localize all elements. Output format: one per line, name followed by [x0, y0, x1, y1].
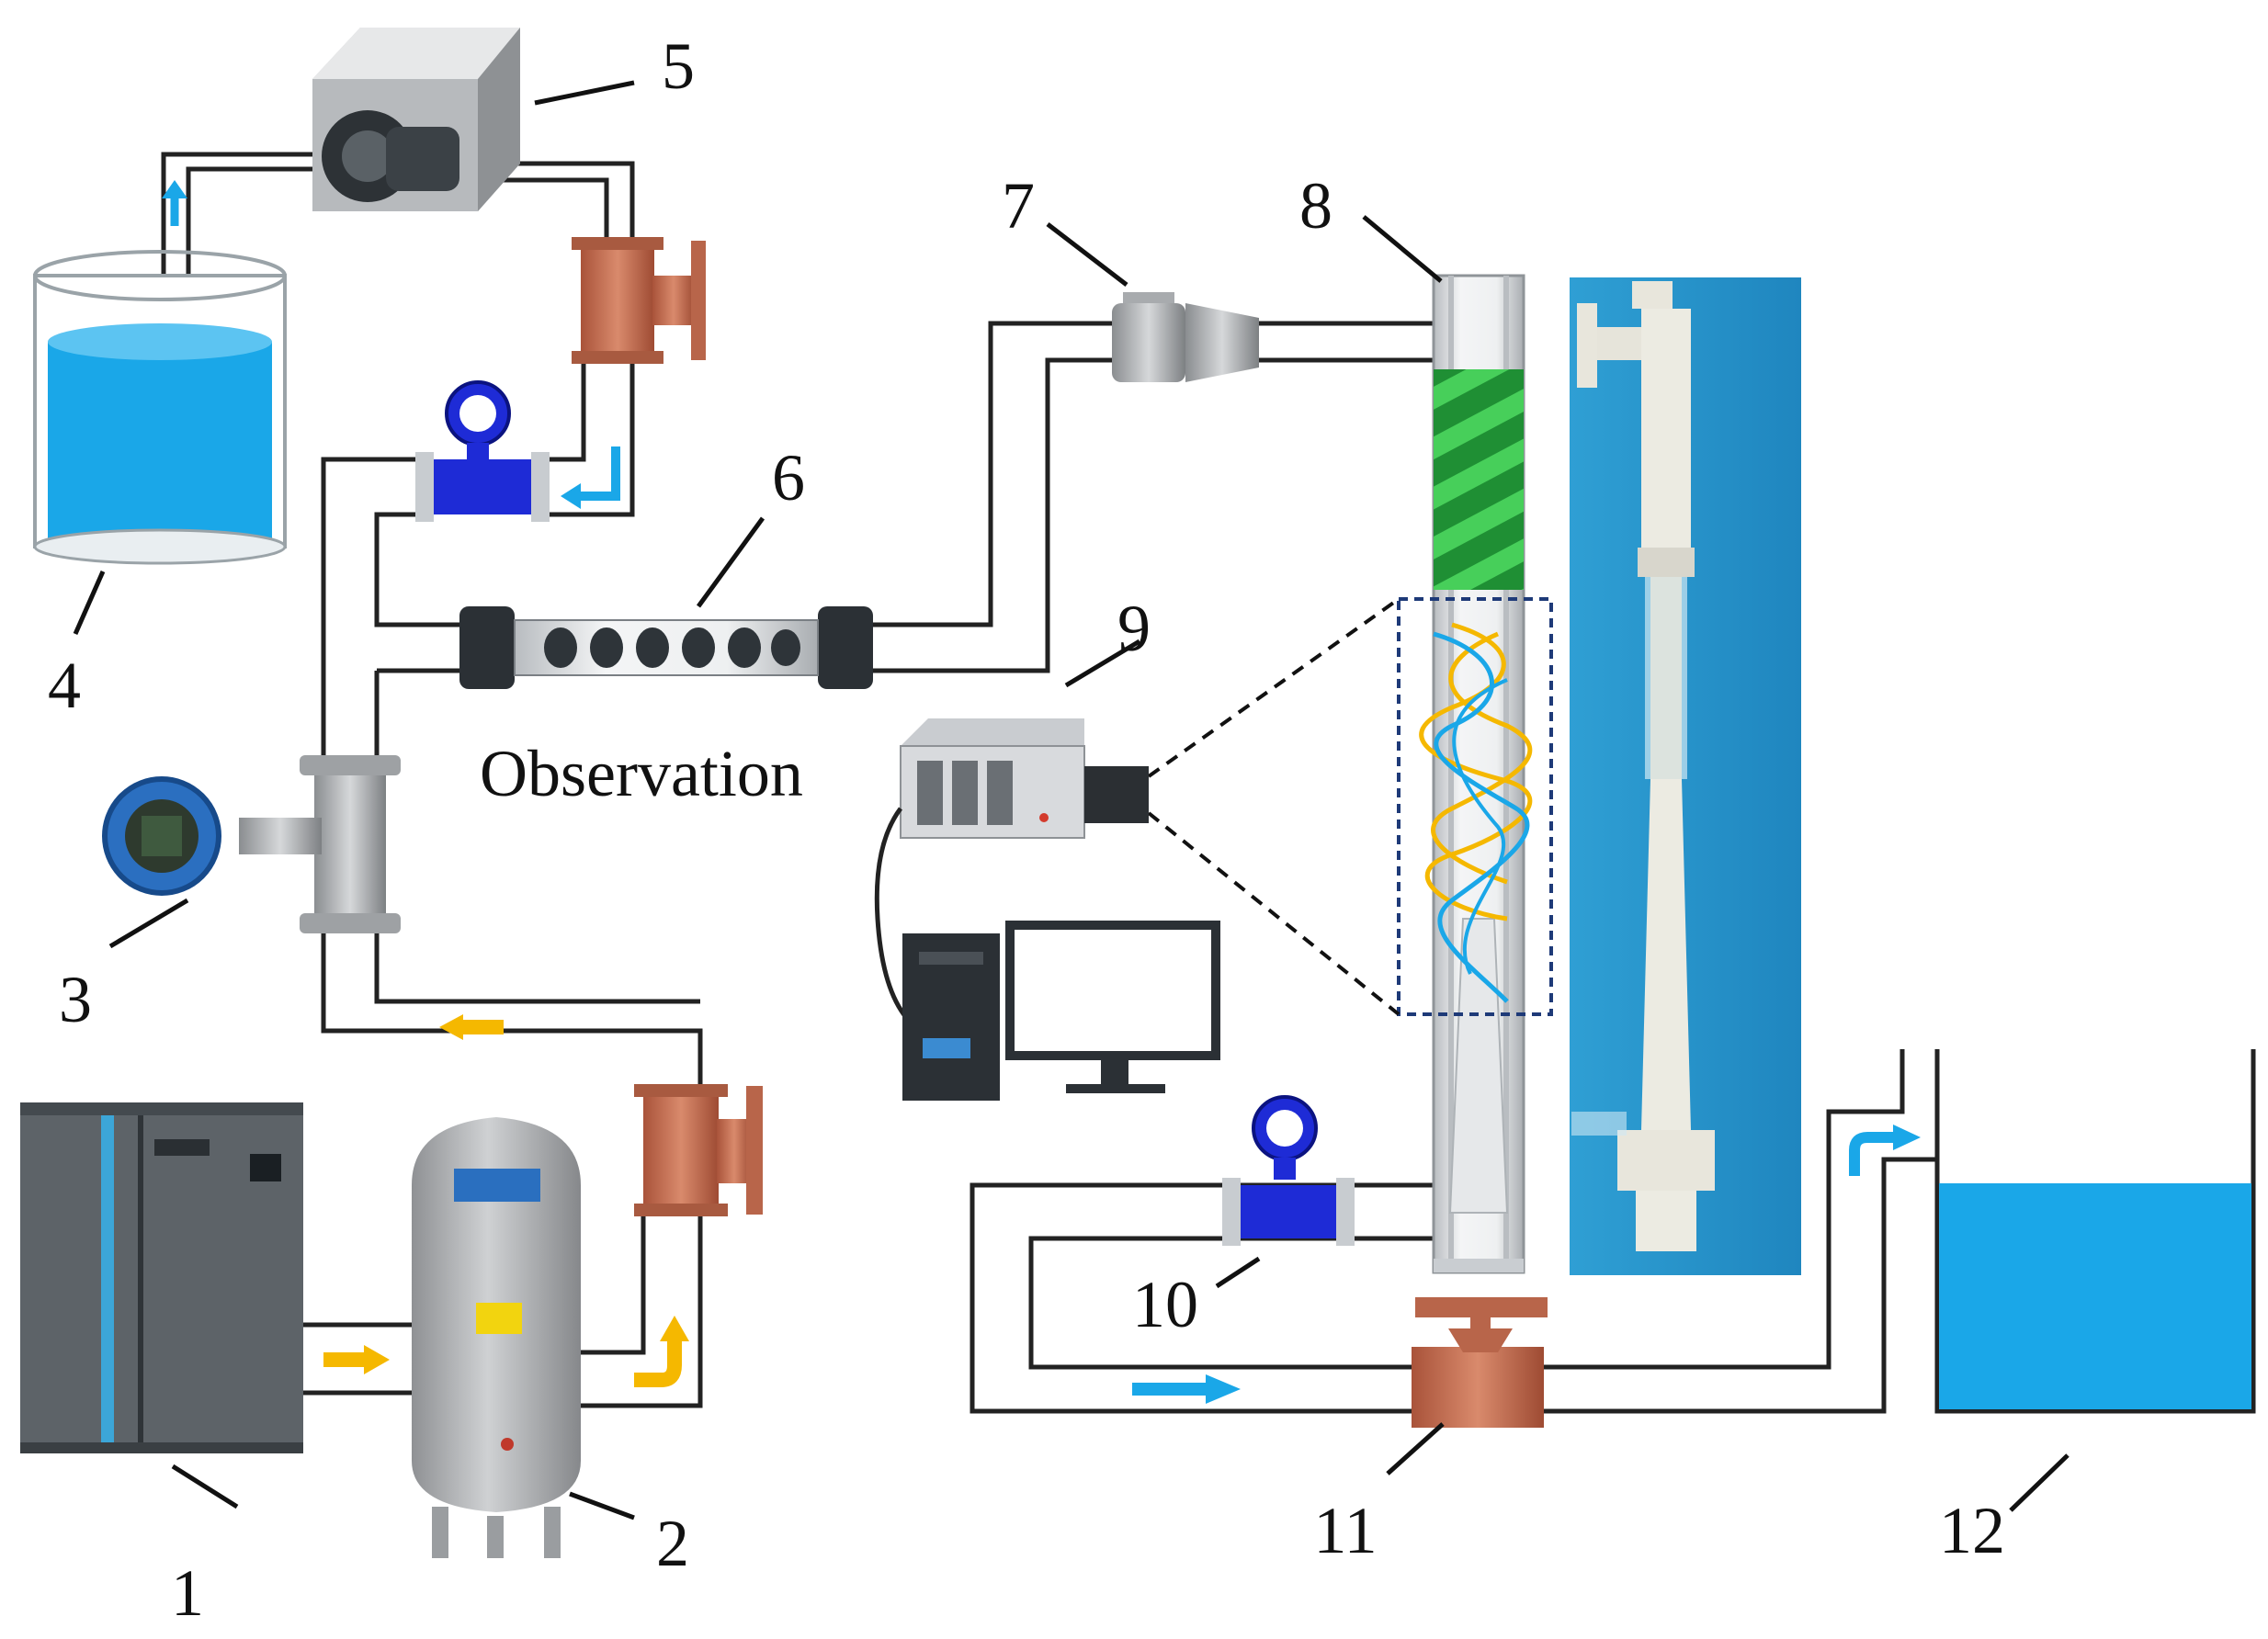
collection-tank — [1934, 1049, 2256, 1414]
component-labels: 1 2 3 4 5 6 7 8 9 10 11 12 Observation — [48, 29, 2005, 1630]
rotameter — [459, 606, 873, 689]
air-tank — [412, 1117, 581, 1558]
water-flow-arrows — [1132, 1125, 1921, 1404]
pump — [312, 28, 520, 211]
label-camera: 9 — [1117, 592, 1151, 665]
label-air-tank: 2 — [656, 1507, 689, 1580]
label-gas-flowmeter: 3 — [59, 963, 92, 1036]
leader-lines — [73, 80, 2070, 1520]
label-nozzle: 7 — [1002, 169, 1035, 243]
liquid-beaker — [33, 180, 287, 565]
air-compressor — [20, 1102, 303, 1453]
label-collection-tank: 12 — [1939, 1494, 2005, 1567]
lower-copper-valve — [634, 1084, 763, 1216]
label-swirl-column: 8 — [1299, 169, 1332, 243]
label-compressor: 1 — [171, 1556, 204, 1630]
camera-view-lines — [1147, 597, 1400, 1016]
pipe-network — [161, 152, 1937, 1414]
air-flow-arrows — [323, 1014, 689, 1387]
label-pump: 5 — [662, 29, 695, 103]
upper-electromagnetic-flowmeter — [415, 380, 550, 522]
label-outlet-valve: 11 — [1313, 1494, 1377, 1567]
nozzle — [1112, 292, 1259, 382]
flow-arrow-blue-upper — [577, 446, 620, 501]
upper-copper-valve — [572, 237, 706, 364]
outlet-valve — [1412, 1297, 1548, 1428]
gas-flowmeter — [102, 755, 401, 933]
high-speed-camera — [874, 718, 1149, 1023]
observation-window — [1397, 597, 1553, 1016]
computer — [902, 921, 1220, 1101]
column-photograph — [1570, 277, 1801, 1275]
label-outlet-flowmeter: 10 — [1132, 1268, 1198, 1341]
outlet-electromagnetic-flowmeter — [1222, 1095, 1355, 1246]
label-rotameter: 6 — [772, 441, 805, 514]
observation-label: Observation — [480, 737, 803, 810]
label-liquid-beaker: 4 — [48, 649, 81, 722]
